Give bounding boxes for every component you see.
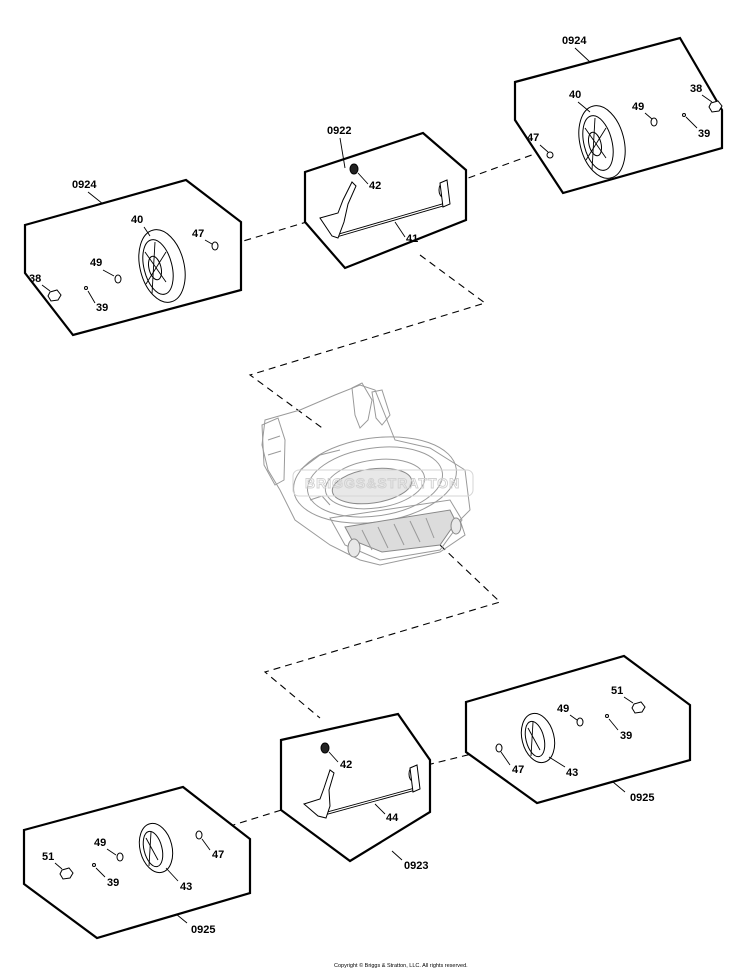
callout-number: 39 bbox=[698, 128, 710, 140]
watermark: BRIGGS&STRATTON bbox=[305, 475, 460, 491]
callout-number: 41 bbox=[406, 233, 418, 245]
wheel bbox=[138, 822, 174, 874]
callout-number: 49 bbox=[90, 257, 102, 269]
callout-number: 47 bbox=[512, 764, 524, 776]
washer-47 bbox=[195, 830, 203, 840]
wheel bbox=[578, 105, 626, 179]
bushing-42 bbox=[349, 163, 359, 175]
callout-number: 49 bbox=[557, 703, 569, 715]
nut-38 bbox=[47, 289, 62, 302]
callout-number: 42 bbox=[369, 180, 381, 192]
callout-number: 0925 bbox=[191, 924, 215, 936]
screw-39 bbox=[605, 714, 609, 718]
callout-number: 47 bbox=[212, 849, 224, 861]
nut-51 bbox=[59, 867, 74, 880]
callout-number: 43 bbox=[566, 767, 578, 779]
mower-deck: BRIGGS&STRATTON bbox=[261, 382, 474, 566]
washer-49 bbox=[116, 852, 124, 862]
callout-number: 43 bbox=[180, 881, 192, 893]
axle-44 bbox=[302, 764, 421, 819]
callout-number: 49 bbox=[632, 101, 644, 113]
callout-number: 47 bbox=[527, 132, 539, 144]
assembly-0925-bottom-right: 0925 51 49 39 47 43 bbox=[464, 654, 692, 805]
callout-number: 0923 bbox=[404, 860, 428, 872]
assembly-0924-top-right: 0924 40 38 49 47 39 bbox=[513, 35, 724, 195]
washer-49 bbox=[114, 274, 122, 284]
screw-39 bbox=[682, 113, 686, 117]
screw-39 bbox=[84, 286, 88, 290]
callout-number: 39 bbox=[620, 730, 632, 742]
callout-number: 51 bbox=[42, 851, 54, 863]
callout-number: 49 bbox=[94, 837, 106, 849]
callout-number: 40 bbox=[569, 89, 581, 101]
wheel bbox=[520, 712, 556, 764]
assembly-label: 0924 bbox=[562, 35, 587, 47]
nut-38 bbox=[708, 100, 723, 113]
washer-47 bbox=[495, 743, 503, 753]
bushing-42 bbox=[320, 742, 330, 754]
callout-number: 0922 bbox=[327, 125, 351, 137]
callout-number: 40 bbox=[131, 214, 143, 226]
callout-number: 44 bbox=[386, 812, 399, 824]
callout-number: 39 bbox=[107, 877, 119, 889]
washer-47 bbox=[211, 241, 219, 251]
assembly-0924-top-left: 0924 40 47 49 38 39 bbox=[23, 178, 243, 337]
assembly-0923-bottom-axle: 0923 42 44 bbox=[279, 712, 432, 872]
nut-51 bbox=[631, 701, 646, 714]
callout-number: 38 bbox=[690, 83, 702, 95]
callout-number: 0925 bbox=[630, 792, 654, 804]
callout-number: 47 bbox=[192, 228, 204, 240]
callout-number: 42 bbox=[340, 759, 352, 771]
screw-39 bbox=[92, 863, 96, 867]
callout-number: 39 bbox=[96, 302, 108, 314]
copyright-text: Copyright © Briggs & Stratton, LLC. All … bbox=[334, 962, 468, 969]
callout-number: 51 bbox=[611, 685, 623, 697]
callout-number: 38 bbox=[29, 273, 41, 285]
axle-41 bbox=[319, 179, 451, 239]
assembly-0925-bottom-left: 0925 49 51 47 39 43 bbox=[22, 785, 252, 940]
washer-49 bbox=[576, 717, 584, 727]
wheel bbox=[138, 229, 186, 303]
washer-47 bbox=[546, 151, 554, 159]
callout-number: 0924 bbox=[72, 179, 97, 191]
assembly-0922-top-axle: 0922 42 41 bbox=[303, 125, 468, 270]
washer-49 bbox=[650, 117, 658, 127]
